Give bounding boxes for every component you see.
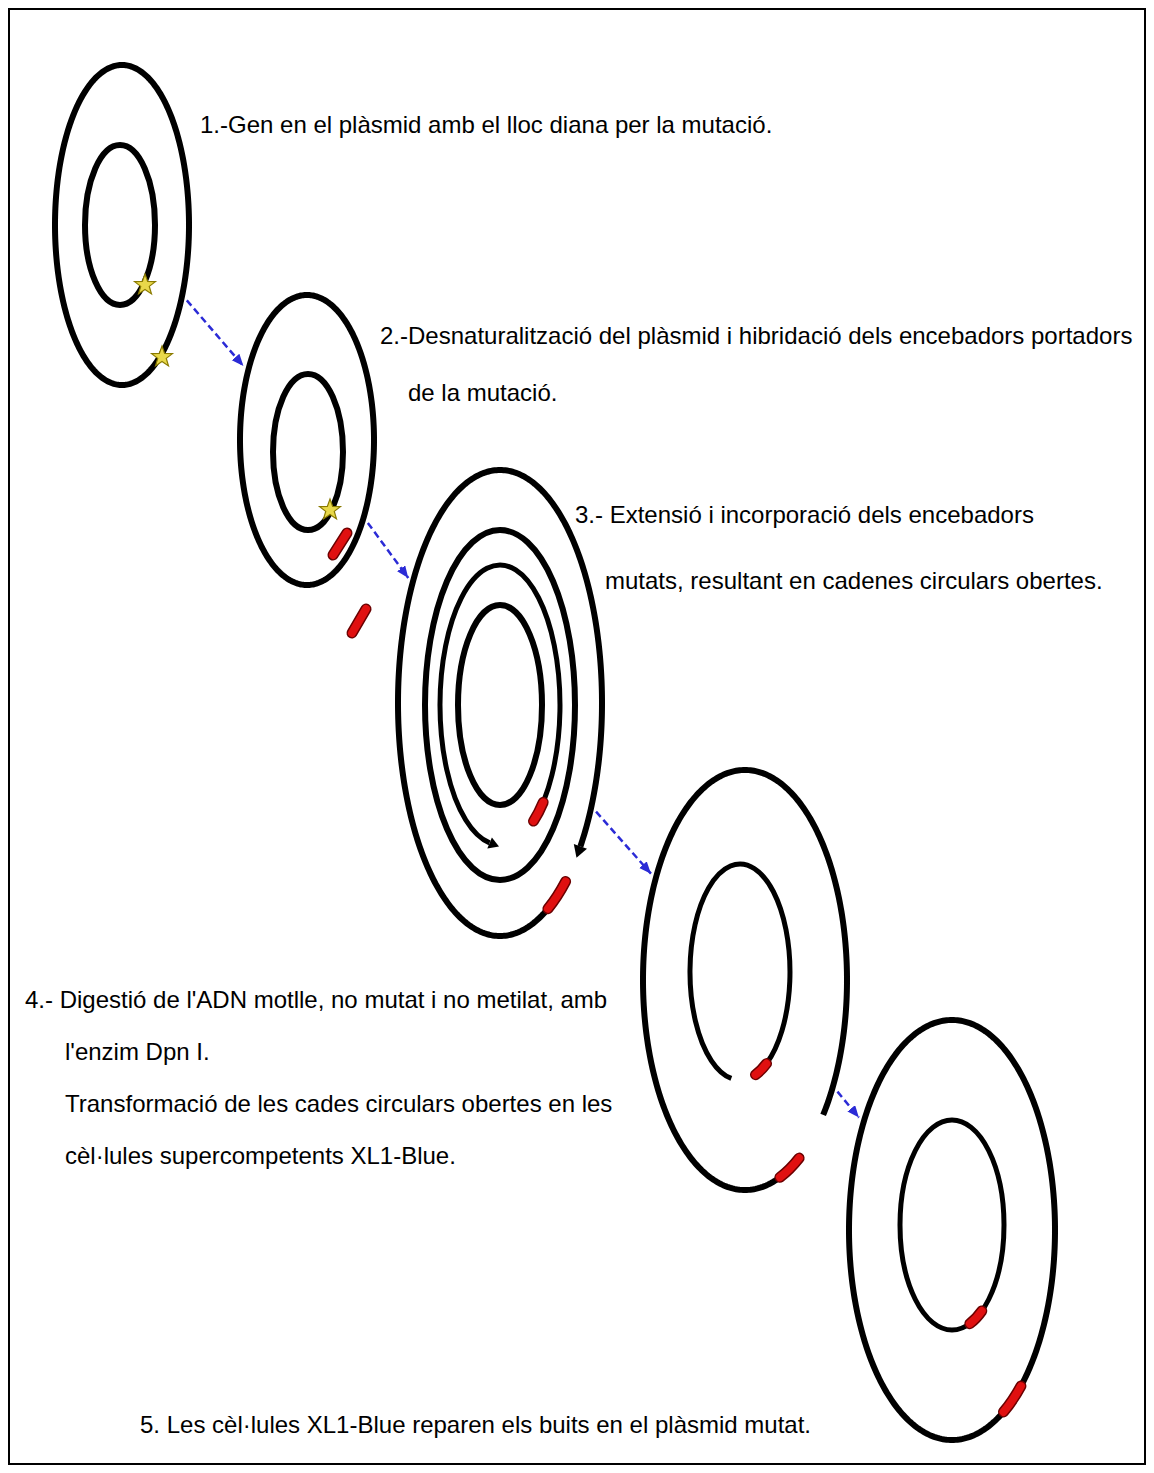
mutant-primer	[333, 533, 347, 555]
inner-strand	[273, 374, 343, 530]
new-strand	[440, 565, 560, 843]
plasmid-strand	[643, 770, 847, 1190]
step-arrow	[596, 812, 651, 874]
plasmid-outline	[638, 765, 852, 1195]
target-site-star	[320, 499, 341, 519]
target-site-star	[152, 346, 173, 366]
caption-text: 3.- Extensió i incorporació dels encebad…	[575, 501, 1103, 594]
primer-outline	[756, 1064, 767, 1075]
caption-text: 1.-Gen en el plàsmid amb el lloc diana p…	[200, 111, 772, 138]
plasmid-node: 1.-Gen en el plàsmid amb el lloc diana p…	[50, 60, 194, 390]
step-caption: 5. Les cèl·lules XL1-Blue reparen els bu…	[140, 1408, 900, 1442]
caption-text: Transformació de les cades circulars obe…	[65, 1090, 612, 1169]
caption-text: 4.- Digestió de l'ADN motlle, no mutat i…	[25, 986, 607, 1065]
step-caption: 3.- Extensió i incorporació dels encebad…	[575, 482, 1105, 614]
step-arrow	[187, 300, 244, 366]
repaired-strand	[900, 1120, 1004, 1330]
primer-outline	[534, 802, 544, 821]
nicked-strand	[690, 864, 790, 1078]
plasmid-strand	[55, 65, 189, 385]
primer-outline	[970, 1311, 982, 1324]
step-arrow	[368, 523, 408, 578]
primer-outline	[548, 882, 566, 909]
plasmid-strand	[398, 470, 602, 936]
caption-text: 2.-Desnaturalització del plàsmid i hibri…	[380, 322, 1132, 406]
primer-outline	[1004, 1386, 1021, 1412]
plasmid-outline	[235, 290, 379, 590]
mutant-primer	[548, 882, 566, 909]
frame	[9, 9, 1145, 1464]
step-caption: Transformació de les cades circulars obe…	[65, 1078, 665, 1182]
caption-text: 5. Les cèl·lules XL1-Blue reparen els bu…	[140, 1411, 811, 1438]
primer-outline	[780, 1158, 799, 1177]
step-caption: 1.-Gen en el plàsmid amb el lloc diana p…	[200, 108, 1130, 142]
mutation-site	[970, 1311, 982, 1324]
plasmid-strand	[849, 1020, 1055, 1440]
mutation-site	[1004, 1386, 1021, 1412]
step-caption: 4.- Digestió de l'ADN motlle, no mutat i…	[25, 974, 665, 1078]
plasmid-node: 4.- Digestió de l'ADN motlle, no mutat i…	[638, 765, 852, 1195]
plasmid-outline	[393, 465, 607, 941]
plasmid-outline	[50, 60, 194, 390]
mutant-primer	[352, 609, 366, 633]
plasmid-node: 3.- Extensió i incorporació dels encebad…	[393, 465, 607, 941]
synthesis-arrow	[487, 837, 499, 848]
mutant-primer	[780, 1158, 799, 1177]
plasmid-strand	[240, 295, 374, 585]
primer-outline	[352, 609, 366, 633]
plasmid-node: 5. Les cèl·lules XL1-Blue reparen els bu…	[844, 1015, 1060, 1445]
primer-outline	[333, 533, 347, 555]
synthesis-arrow	[574, 844, 587, 858]
inner-strand	[85, 145, 155, 305]
mutant-primer	[756, 1064, 767, 1075]
template-strand	[425, 530, 575, 880]
plasmid-node: 2.-Desnaturalització del plàsmid i hibri…	[235, 290, 379, 590]
step-caption: 2.-Desnaturalització del plàsmid i hibri…	[380, 307, 1135, 421]
template-strand	[458, 605, 542, 805]
mutant-primer	[534, 802, 544, 821]
step-arrow	[837, 1092, 858, 1118]
target-site-star	[135, 274, 156, 294]
plasmid-outline	[844, 1015, 1060, 1445]
